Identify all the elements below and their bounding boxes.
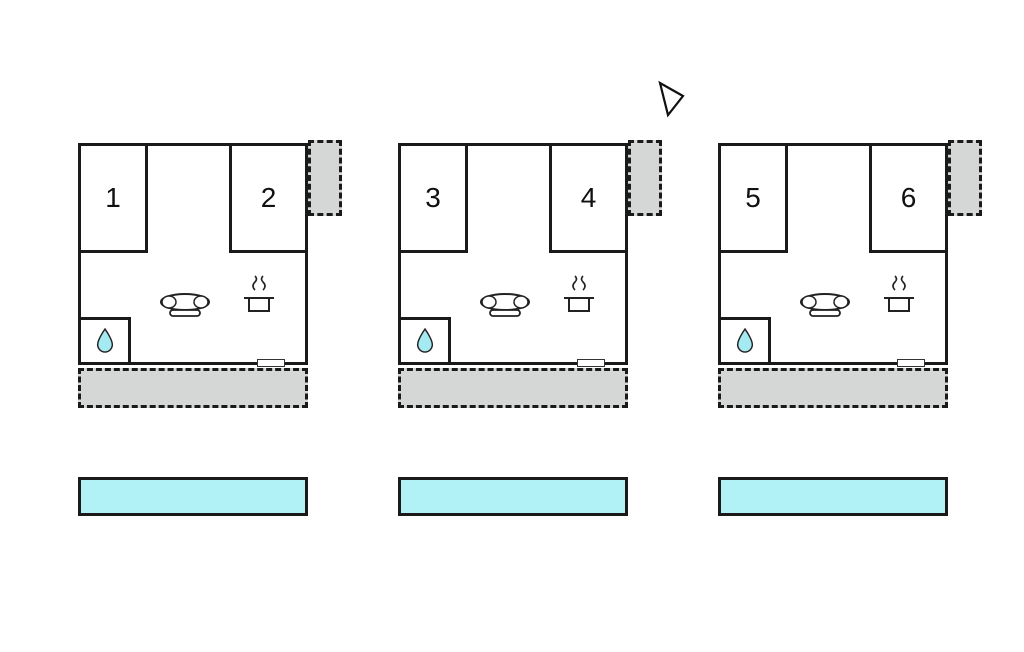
room-number: 3 (425, 182, 441, 213)
room-number: 4 (580, 182, 597, 213)
bathroom (721, 317, 771, 362)
unit-outline: 3 4 (398, 143, 628, 367)
sofa-icon (797, 292, 853, 323)
terrace-dashed-area (718, 368, 948, 408)
water-drop-icon (736, 327, 753, 353)
bathroom (81, 317, 131, 362)
room-number: 2 (260, 182, 277, 213)
room-number: 6 (900, 182, 917, 213)
room-number: 1 (105, 182, 121, 213)
balcony-dashed-area (308, 140, 342, 216)
water-drop-icon (96, 327, 113, 353)
balcony-dashed-area (948, 140, 982, 216)
sofa-icon (157, 292, 213, 323)
bedroom: 6 (869, 146, 945, 253)
pool-strip (718, 477, 948, 516)
door-opening (897, 359, 925, 367)
sofa-icon (477, 292, 533, 323)
balcony-dashed-area (628, 140, 662, 216)
bedroom: 2 (229, 146, 305, 253)
room-number: 5 (745, 182, 761, 213)
door-opening (257, 359, 285, 367)
apartment-unit-3: 5 6 (718, 140, 986, 543)
stove-pot-icon (561, 274, 597, 329)
water-drop-icon (416, 327, 433, 353)
apartment-unit-1: 1 2 (78, 140, 346, 543)
north-arrow-icon (648, 80, 688, 125)
door-opening (577, 359, 605, 367)
terrace-dashed-area (398, 368, 628, 408)
bathroom (401, 317, 451, 362)
unit-outline: 5 6 (718, 143, 948, 367)
pool-strip (78, 477, 308, 516)
unit-outline: 1 2 (78, 143, 308, 367)
bedroom: 5 (721, 146, 788, 253)
terrace-dashed-area (78, 368, 308, 408)
bedroom: 3 (401, 146, 468, 253)
stove-pot-icon (881, 274, 917, 329)
stove-pot-icon (241, 274, 277, 329)
bedroom: 4 (549, 146, 625, 253)
pool-strip (398, 477, 628, 516)
apartment-unit-2: 3 4 (398, 140, 666, 543)
bedroom: 1 (81, 146, 148, 253)
